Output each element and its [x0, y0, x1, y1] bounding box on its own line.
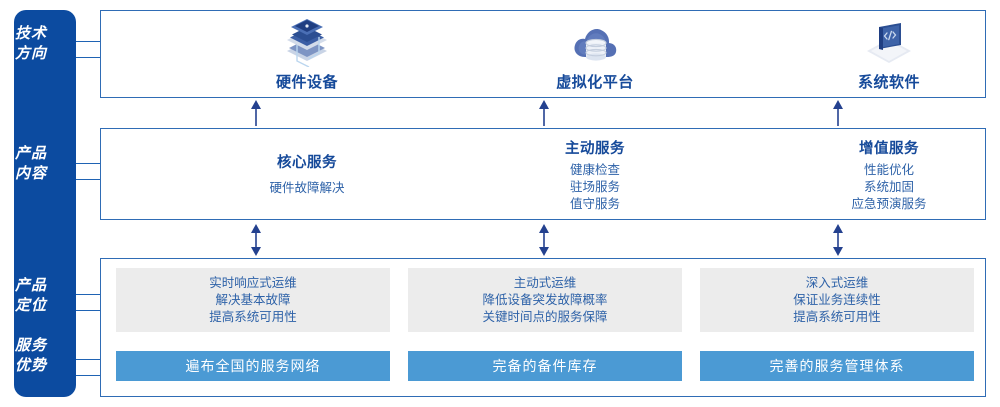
positioning-card-indepth[interactable]: 深入式运维 保证业务连续性 提高系统可用性 [700, 268, 974, 332]
connector-line [76, 359, 101, 360]
advantage-bar-service-network[interactable]: 遍布全国的服务网络 [116, 351, 390, 381]
content-item: 应急预演服务 [851, 197, 927, 211]
rail-label-product-positioning: 产品 定位 [0, 276, 62, 316]
content-column-value-added-service[interactable]: 增值服务 性能优化 系统加固 应急预演服务 [739, 129, 1000, 221]
rail-label-line-1: 服务 [14, 337, 47, 354]
content-item: 性能优化 [863, 163, 914, 177]
arrow-updown-icon [832, 224, 844, 256]
connector-line [76, 375, 101, 376]
positioning-line: 关键时间点的服务保障 [482, 309, 608, 324]
advantage-bar-spare-parts[interactable]: 完备的备件库存 [408, 351, 682, 381]
content-heading: 增值服务 [859, 141, 919, 157]
advantage-label: 遍布全国的服务网络 [185, 358, 321, 374]
positioning-line: 提高系统可用性 [793, 309, 881, 324]
connector-line [76, 41, 101, 42]
content-heading: 核心服务 [277, 155, 337, 171]
technology-direction-panel: 硬件设备 虚拟化平台 [100, 10, 986, 98]
server-stack-icon [279, 18, 335, 67]
rail-label-line-1: 技术 [14, 25, 47, 42]
rail-label-technology-direction: 技术 方向 [0, 24, 62, 64]
arrow-updown-icon [250, 224, 262, 256]
content-item: 健康检查 [569, 163, 620, 177]
category-rail [14, 10, 76, 397]
content-item: 值守服务 [569, 197, 620, 211]
positioning-line: 解决基本故障 [215, 292, 291, 307]
connector-line [76, 294, 101, 295]
arrow-updown-icon [538, 224, 550, 256]
positioning-line: 实时响应式运维 [209, 275, 297, 290]
laptop-code-icon [861, 19, 917, 67]
positioning-card-proactive[interactable]: 主动式运维 降低设备突发故障概率 关键时间点的服务保障 [408, 268, 682, 332]
arrow-up-icon [538, 100, 550, 126]
advantage-bar-management-system[interactable]: 完善的服务管理体系 [700, 351, 974, 381]
rail-label-line-1: 产品 [14, 277, 47, 294]
rail-label-line-2: 方向 [14, 45, 47, 62]
arrow-up-icon [250, 100, 262, 126]
rail-label-line-2: 优势 [14, 357, 47, 374]
positioning-line: 保证业务连续性 [793, 292, 881, 307]
rail-label-line-2: 定位 [14, 297, 47, 314]
connector-line [76, 179, 101, 180]
technology-item-system-software[interactable]: 系统软件 [739, 11, 1000, 99]
technology-item-hardware[interactable]: 硬件设备 [157, 11, 457, 99]
content-item: 驻场服务 [569, 180, 620, 194]
arrow-up-icon [832, 100, 844, 126]
technology-label: 硬件设备 [275, 73, 338, 91]
content-item: 系统加固 [863, 180, 914, 194]
connector-line [76, 310, 101, 311]
cloud-database-icon [567, 19, 623, 67]
content-column-core-service[interactable]: 核心服务 硬件故障解决 [157, 129, 457, 221]
connector-line [76, 163, 101, 164]
positioning-line: 提高系统可用性 [209, 309, 297, 324]
positioning-line: 主动式运维 [513, 275, 577, 290]
content-column-proactive-service[interactable]: 主动服务 健康检查 驻场服务 值守服务 [445, 129, 745, 221]
rail-label-product-content: 产品 内容 [0, 144, 62, 184]
positioning-line: 深入式运维 [805, 275, 869, 290]
rail-label-line-2: 内容 [14, 165, 47, 182]
advantage-label: 完备的备件库存 [492, 358, 598, 374]
technology-label: 系统软件 [857, 73, 920, 91]
positioning-card-realtime[interactable]: 实时响应式运维 解决基本故障 提高系统可用性 [116, 268, 390, 332]
rail-label-line-1: 产品 [14, 145, 47, 162]
content-item: 硬件故障解决 [269, 181, 345, 195]
technology-item-virtualization[interactable]: 虚拟化平台 [445, 11, 745, 99]
connector-line [76, 57, 101, 58]
advantage-label: 完善的服务管理体系 [769, 358, 905, 374]
rail-label-service-advantage: 服务 优势 [0, 336, 62, 376]
positioning-line: 降低设备突发故障概率 [482, 292, 608, 307]
content-heading: 主动服务 [565, 141, 625, 157]
product-content-panel: 核心服务 硬件故障解决 主动服务 健康检查 驻场服务 值守服务 增值服务 性能优… [100, 128, 986, 220]
technology-label: 虚拟化平台 [556, 73, 634, 91]
